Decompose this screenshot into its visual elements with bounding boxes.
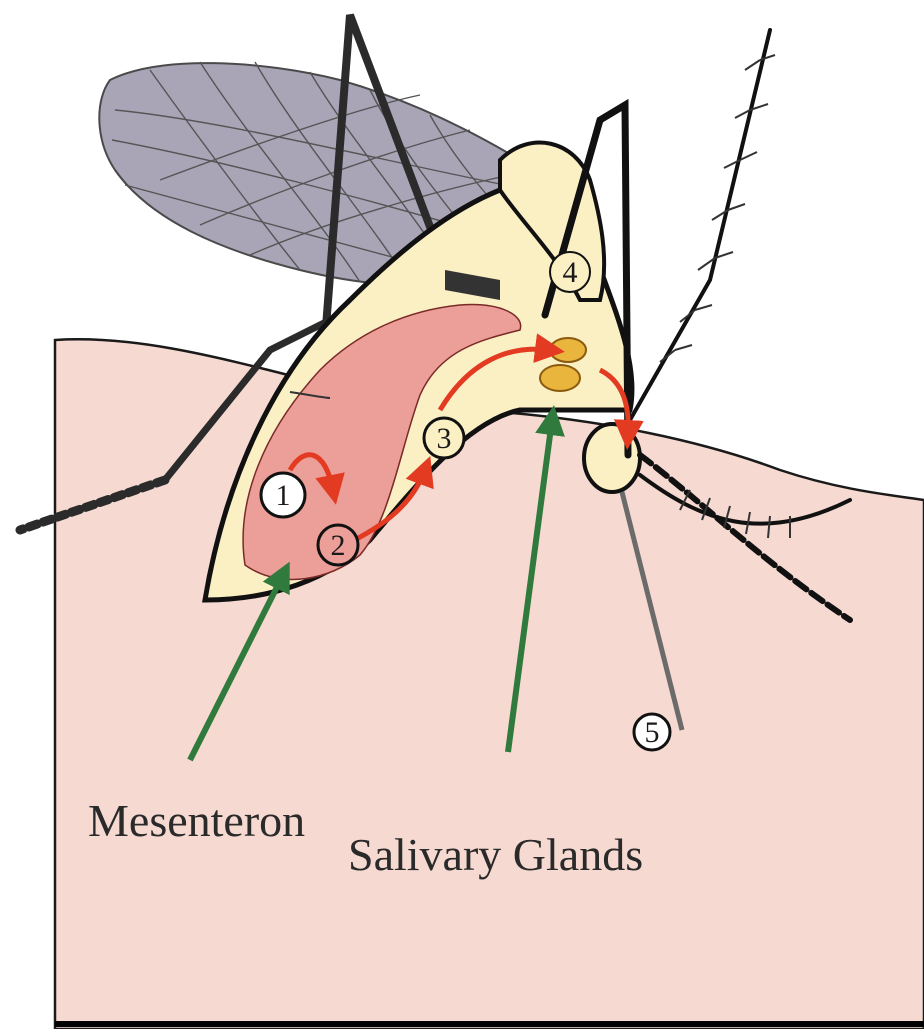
skin-surface	[55, 339, 924, 1029]
stage-marker-3: 3	[424, 418, 464, 458]
stage-marker-4-label: 4	[563, 256, 578, 289]
mesenteron-label: Mesenteron	[88, 795, 305, 846]
stage-marker-5: 5	[634, 714, 670, 750]
stage-marker-3-label: 3	[437, 422, 452, 455]
stage-marker-1-label: 1	[276, 479, 291, 512]
stage-marker-1: 1	[261, 473, 305, 517]
stage-marker-4: 4	[550, 252, 590, 292]
head-lobe	[584, 424, 640, 492]
stage-marker-5-label: 5	[645, 716, 660, 749]
salivary-glands-label: Salivary Glands	[348, 829, 643, 880]
stage-marker-2: 2	[318, 525, 358, 565]
stage-marker-2-label: 2	[331, 529, 346, 562]
